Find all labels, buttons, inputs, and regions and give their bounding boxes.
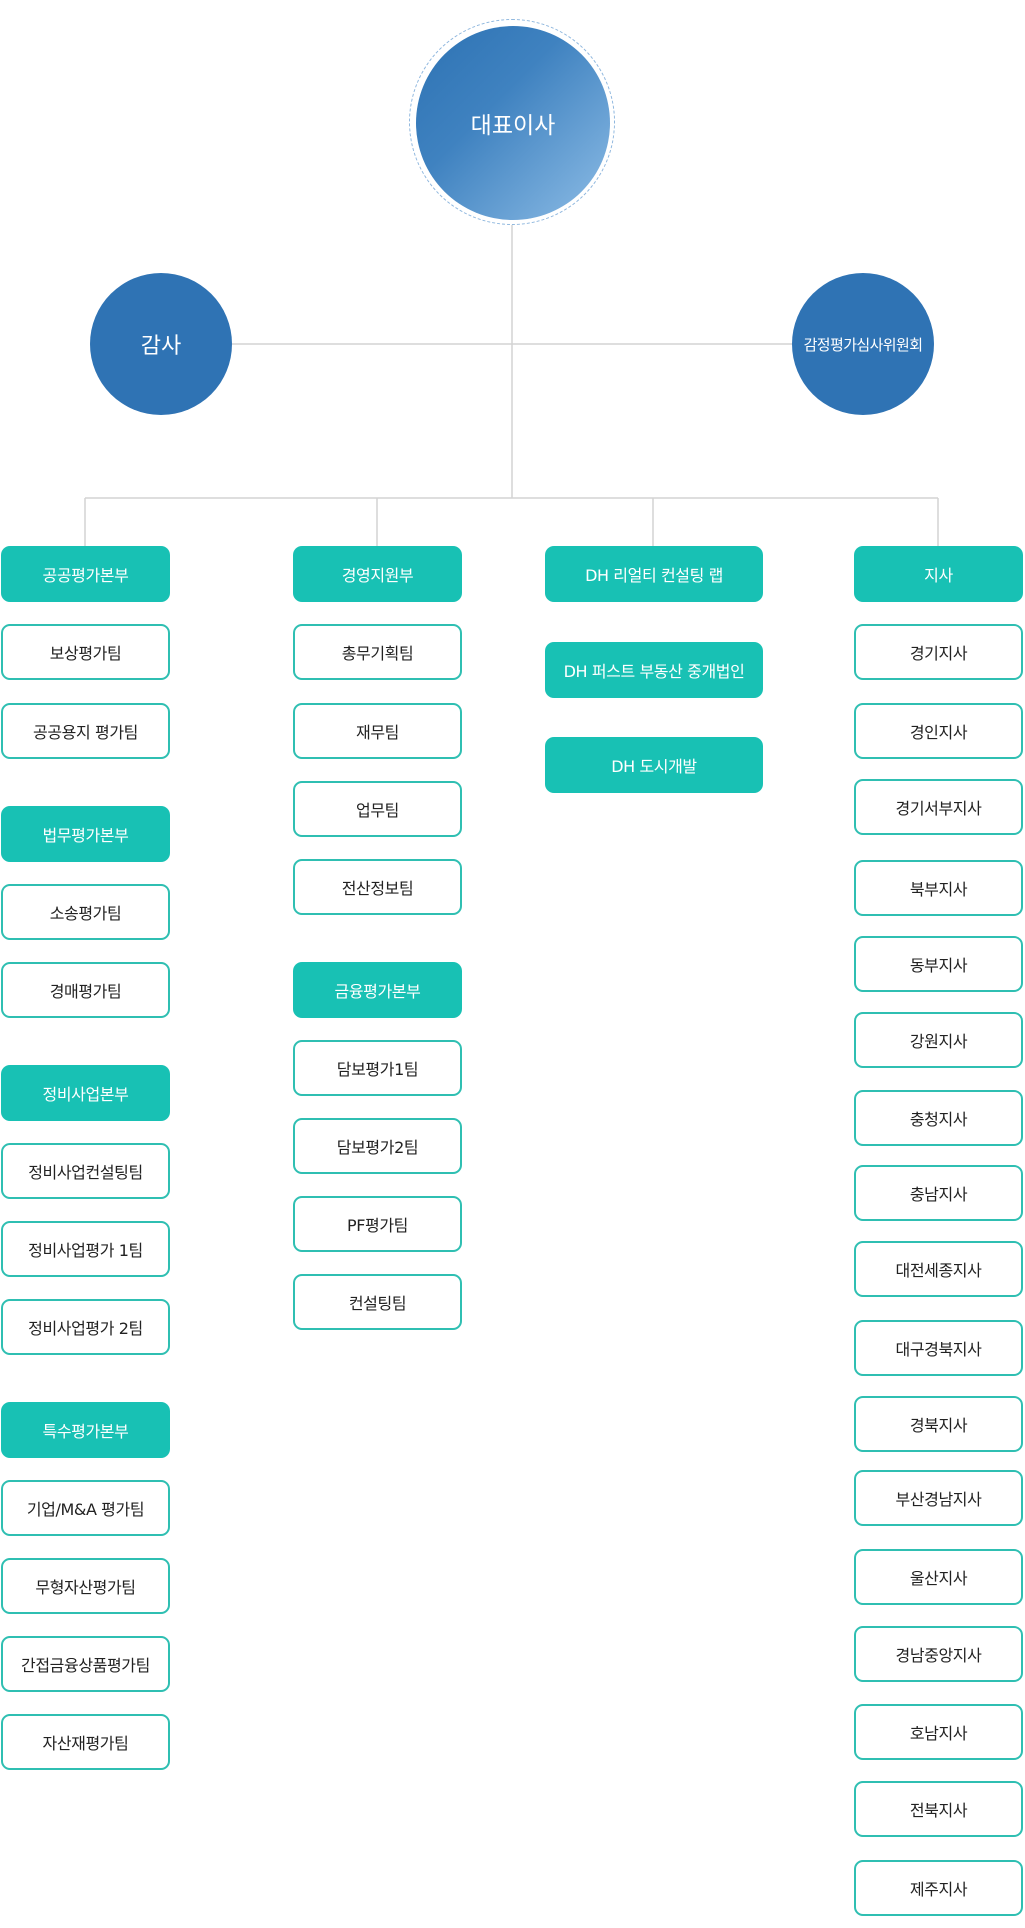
- division-management[interactable]: 경영지원부: [293, 546, 462, 602]
- affiliate-box[interactable]: DH 리얼티 컨설팅 랩: [545, 546, 763, 602]
- team-box[interactable]: 전산정보팀: [293, 859, 462, 915]
- division-public[interactable]: 공공평가본부: [1, 546, 170, 602]
- branch-box[interactable]: 대전세종지사: [854, 1241, 1023, 1297]
- team-box[interactable]: 정비사업컨설팅팀: [1, 1143, 170, 1199]
- ceo-node[interactable]: 대표이사: [416, 26, 610, 220]
- team-box[interactable]: 담보평가1팀: [293, 1040, 462, 1096]
- team-box[interactable]: 보상평가팀: [1, 624, 170, 680]
- division-branches[interactable]: 지사: [854, 546, 1023, 602]
- team-box[interactable]: 자산재평가팀: [1, 1714, 170, 1770]
- branch-box[interactable]: 경기지사: [854, 624, 1023, 680]
- branch-box[interactable]: 호남지사: [854, 1704, 1023, 1760]
- team-box[interactable]: 정비사업평가 2팀: [1, 1299, 170, 1355]
- branch-box[interactable]: 충남지사: [854, 1165, 1023, 1221]
- audit-node[interactable]: 감사: [90, 273, 232, 415]
- committee-node[interactable]: 감정평가심사위원회: [792, 273, 934, 415]
- branch-box[interactable]: 울산지사: [854, 1549, 1023, 1605]
- ceo-ring: [409, 19, 615, 225]
- team-box[interactable]: 총무기획팀: [293, 624, 462, 680]
- affiliate-box[interactable]: DH 퍼스트 부동산 중개법인: [545, 642, 763, 698]
- team-box[interactable]: 무형자산평가팀: [1, 1558, 170, 1614]
- team-box[interactable]: 경매평가팀: [1, 962, 170, 1018]
- branch-box[interactable]: 대구경북지사: [854, 1320, 1023, 1376]
- branch-box[interactable]: 경남중앙지사: [854, 1626, 1023, 1682]
- team-box[interactable]: 정비사업평가 1팀: [1, 1221, 170, 1277]
- division-legal[interactable]: 법무평가본부: [1, 806, 170, 862]
- branch-box[interactable]: 강원지사: [854, 1012, 1023, 1068]
- affiliate-box[interactable]: DH 도시개발: [545, 737, 763, 793]
- team-box[interactable]: PF평가팀: [293, 1196, 462, 1252]
- team-box[interactable]: 담보평가2팀: [293, 1118, 462, 1174]
- branch-box[interactable]: 경북지사: [854, 1396, 1023, 1452]
- branch-box[interactable]: 부산경남지사: [854, 1470, 1023, 1526]
- branch-box[interactable]: 충청지사: [854, 1090, 1023, 1146]
- division-finance[interactable]: 금융평가본부: [293, 962, 462, 1018]
- team-box[interactable]: 소송평가팀: [1, 884, 170, 940]
- branch-box[interactable]: 동부지사: [854, 936, 1023, 992]
- division-special[interactable]: 특수평가본부: [1, 1402, 170, 1458]
- branch-box[interactable]: 전북지사: [854, 1781, 1023, 1837]
- team-box[interactable]: 공공용지 평가팀: [1, 703, 170, 759]
- team-box[interactable]: 업무팀: [293, 781, 462, 837]
- branch-box[interactable]: 제주지사: [854, 1860, 1023, 1916]
- team-box[interactable]: 간접금융상품평가팀: [1, 1636, 170, 1692]
- team-box[interactable]: 컨설팅팀: [293, 1274, 462, 1330]
- team-box[interactable]: 기업/M&A 평가팀: [1, 1480, 170, 1536]
- branch-box[interactable]: 경기서부지사: [854, 779, 1023, 835]
- branch-box[interactable]: 북부지사: [854, 860, 1023, 916]
- branch-box[interactable]: 경인지사: [854, 703, 1023, 759]
- team-box[interactable]: 재무팀: [293, 703, 462, 759]
- division-renewal[interactable]: 정비사업본부: [1, 1065, 170, 1121]
